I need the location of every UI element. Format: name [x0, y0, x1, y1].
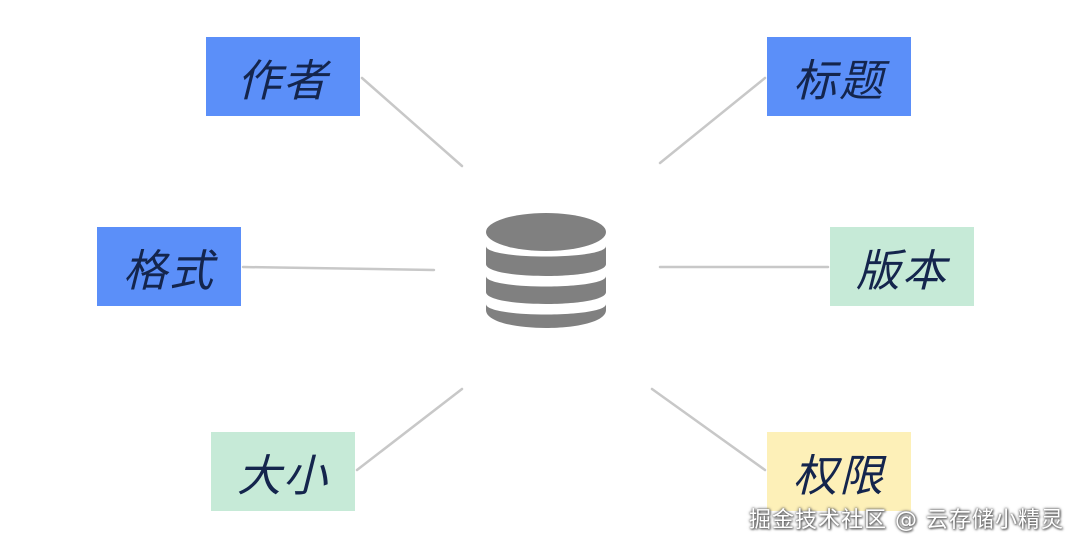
connector-permission: [650, 387, 767, 472]
tag-title: 标题: [767, 37, 911, 116]
connector-format: [241, 265, 436, 272]
watermark: 掘金技术社区 @ 云存储小精灵: [749, 508, 1064, 533]
tag-version: 版本: [830, 227, 974, 306]
tag-permission: 权限: [767, 432, 911, 511]
tag-size: 大小: [211, 432, 355, 511]
tag-author: 作者: [206, 37, 360, 116]
database-icon: [486, 213, 606, 328]
tag-format: 格式: [97, 227, 241, 306]
connector-size: [355, 387, 464, 472]
connector-title: [658, 76, 767, 165]
connector-author: [360, 76, 464, 168]
